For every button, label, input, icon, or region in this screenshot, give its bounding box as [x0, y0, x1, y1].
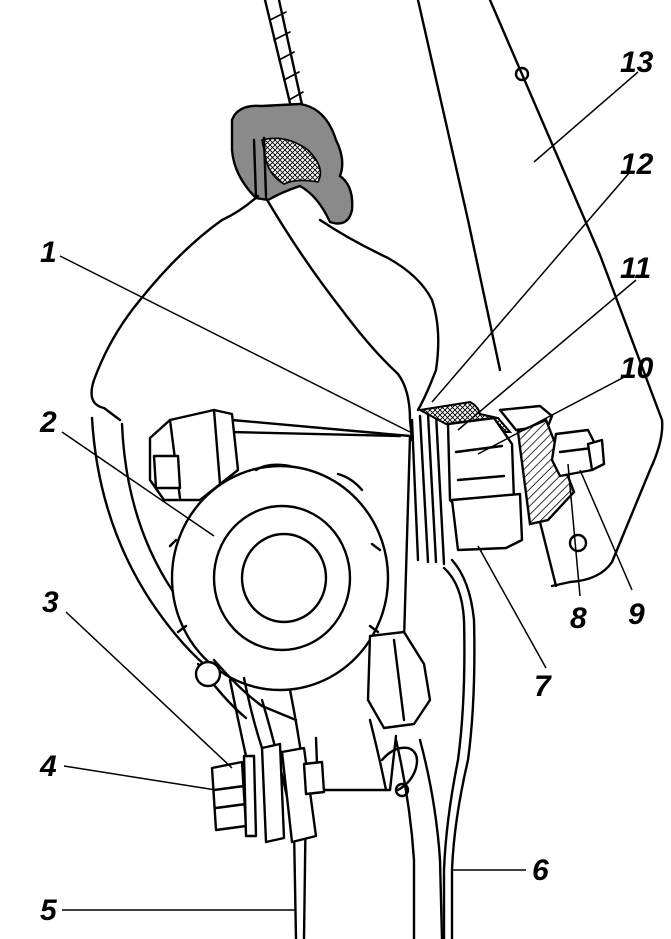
leader-3	[65, 611, 233, 769]
top-grommet	[230, 102, 354, 225]
leader-4	[63, 765, 217, 791]
leader-11	[457, 279, 637, 431]
callout-4: 4	[39, 750, 57, 783]
leader-9	[579, 469, 633, 591]
lower-boss	[366, 630, 432, 730]
callout-5: 5	[40, 894, 58, 927]
leader-7	[477, 545, 547, 669]
bracket-10-11	[446, 404, 554, 552]
callout-6: 6	[532, 854, 549, 887]
leader-1	[59, 255, 411, 433]
left-boss	[148, 408, 240, 502]
callout-1: 1	[40, 236, 57, 269]
callout-10: 10	[620, 352, 654, 385]
callout-8: 8	[570, 602, 587, 635]
callout-12: 12	[620, 148, 654, 181]
leader-8	[567, 463, 581, 597]
cable-6	[442, 558, 476, 939]
callout-2: 2	[39, 406, 57, 439]
leader-10	[477, 373, 631, 455]
leader-2	[61, 431, 215, 537]
bolt-8-9	[516, 418, 606, 526]
callout-9: 9	[628, 598, 645, 631]
leader-lines	[59, 71, 639, 911]
callout-7: 7	[534, 670, 552, 703]
leader-12	[431, 171, 631, 403]
callout-11: 11	[620, 252, 651, 285]
bolt-assembly-3-4	[210, 676, 326, 844]
callout-labels: 1 2 3 4 5 6 7 8 9 10 11 12 13	[39, 46, 654, 927]
rivet	[194, 660, 222, 688]
callout-13: 13	[620, 46, 654, 79]
leader-13	[533, 71, 639, 163]
drum-2	[168, 463, 390, 692]
bracket-plate-13	[416, 0, 664, 588]
spring-wire	[90, 194, 440, 442]
spring-clip	[380, 746, 419, 798]
callout-3: 3	[42, 586, 59, 619]
